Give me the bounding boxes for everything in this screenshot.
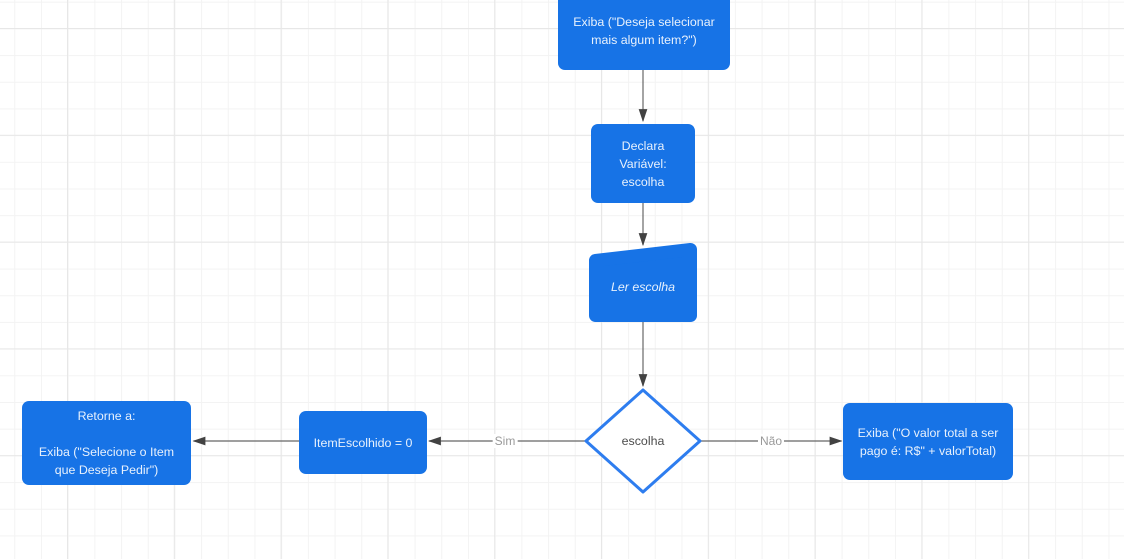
node-label: Exiba ("Deseja selecionar mais algum ite… [573,14,715,47]
node-label: Ler escolha [610,279,676,294]
node-label: Exiba ("O valor total a ser pago é: R$" … [857,425,999,458]
node-label: escolha [621,434,665,448]
node-label: Declara Variável: escolha [619,138,667,189]
node-escolha-decision[interactable]: escolha [584,388,702,494]
manual-input-shape [589,243,697,322]
edge-label-nao[interactable]: Não [757,434,785,448]
edge-label-sim[interactable]: Sim [492,434,518,448]
node-declara-variavel[interactable]: Declara Variável: escolha [591,124,695,203]
node-exiba-valor-total[interactable]: Exiba ("O valor total a ser pago é: R$" … [843,403,1013,480]
node-ler-escolha[interactable]: Ler escolha [589,243,697,322]
node-label: ItemEscolhido = 0 [313,435,413,450]
decision-diamond-shape [584,388,702,494]
node-retorne[interactable]: Retorne a: Exiba ("Selecione o Item que … [22,401,191,485]
node-label: Retorne a: Exiba ("Selecione o Item que … [38,409,175,477]
node-exiba-mais-item[interactable]: Exiba ("Deseja selecionar mais algum ite… [558,0,730,70]
node-item-escolhido-reset[interactable]: ItemEscolhido = 0 [299,411,427,474]
